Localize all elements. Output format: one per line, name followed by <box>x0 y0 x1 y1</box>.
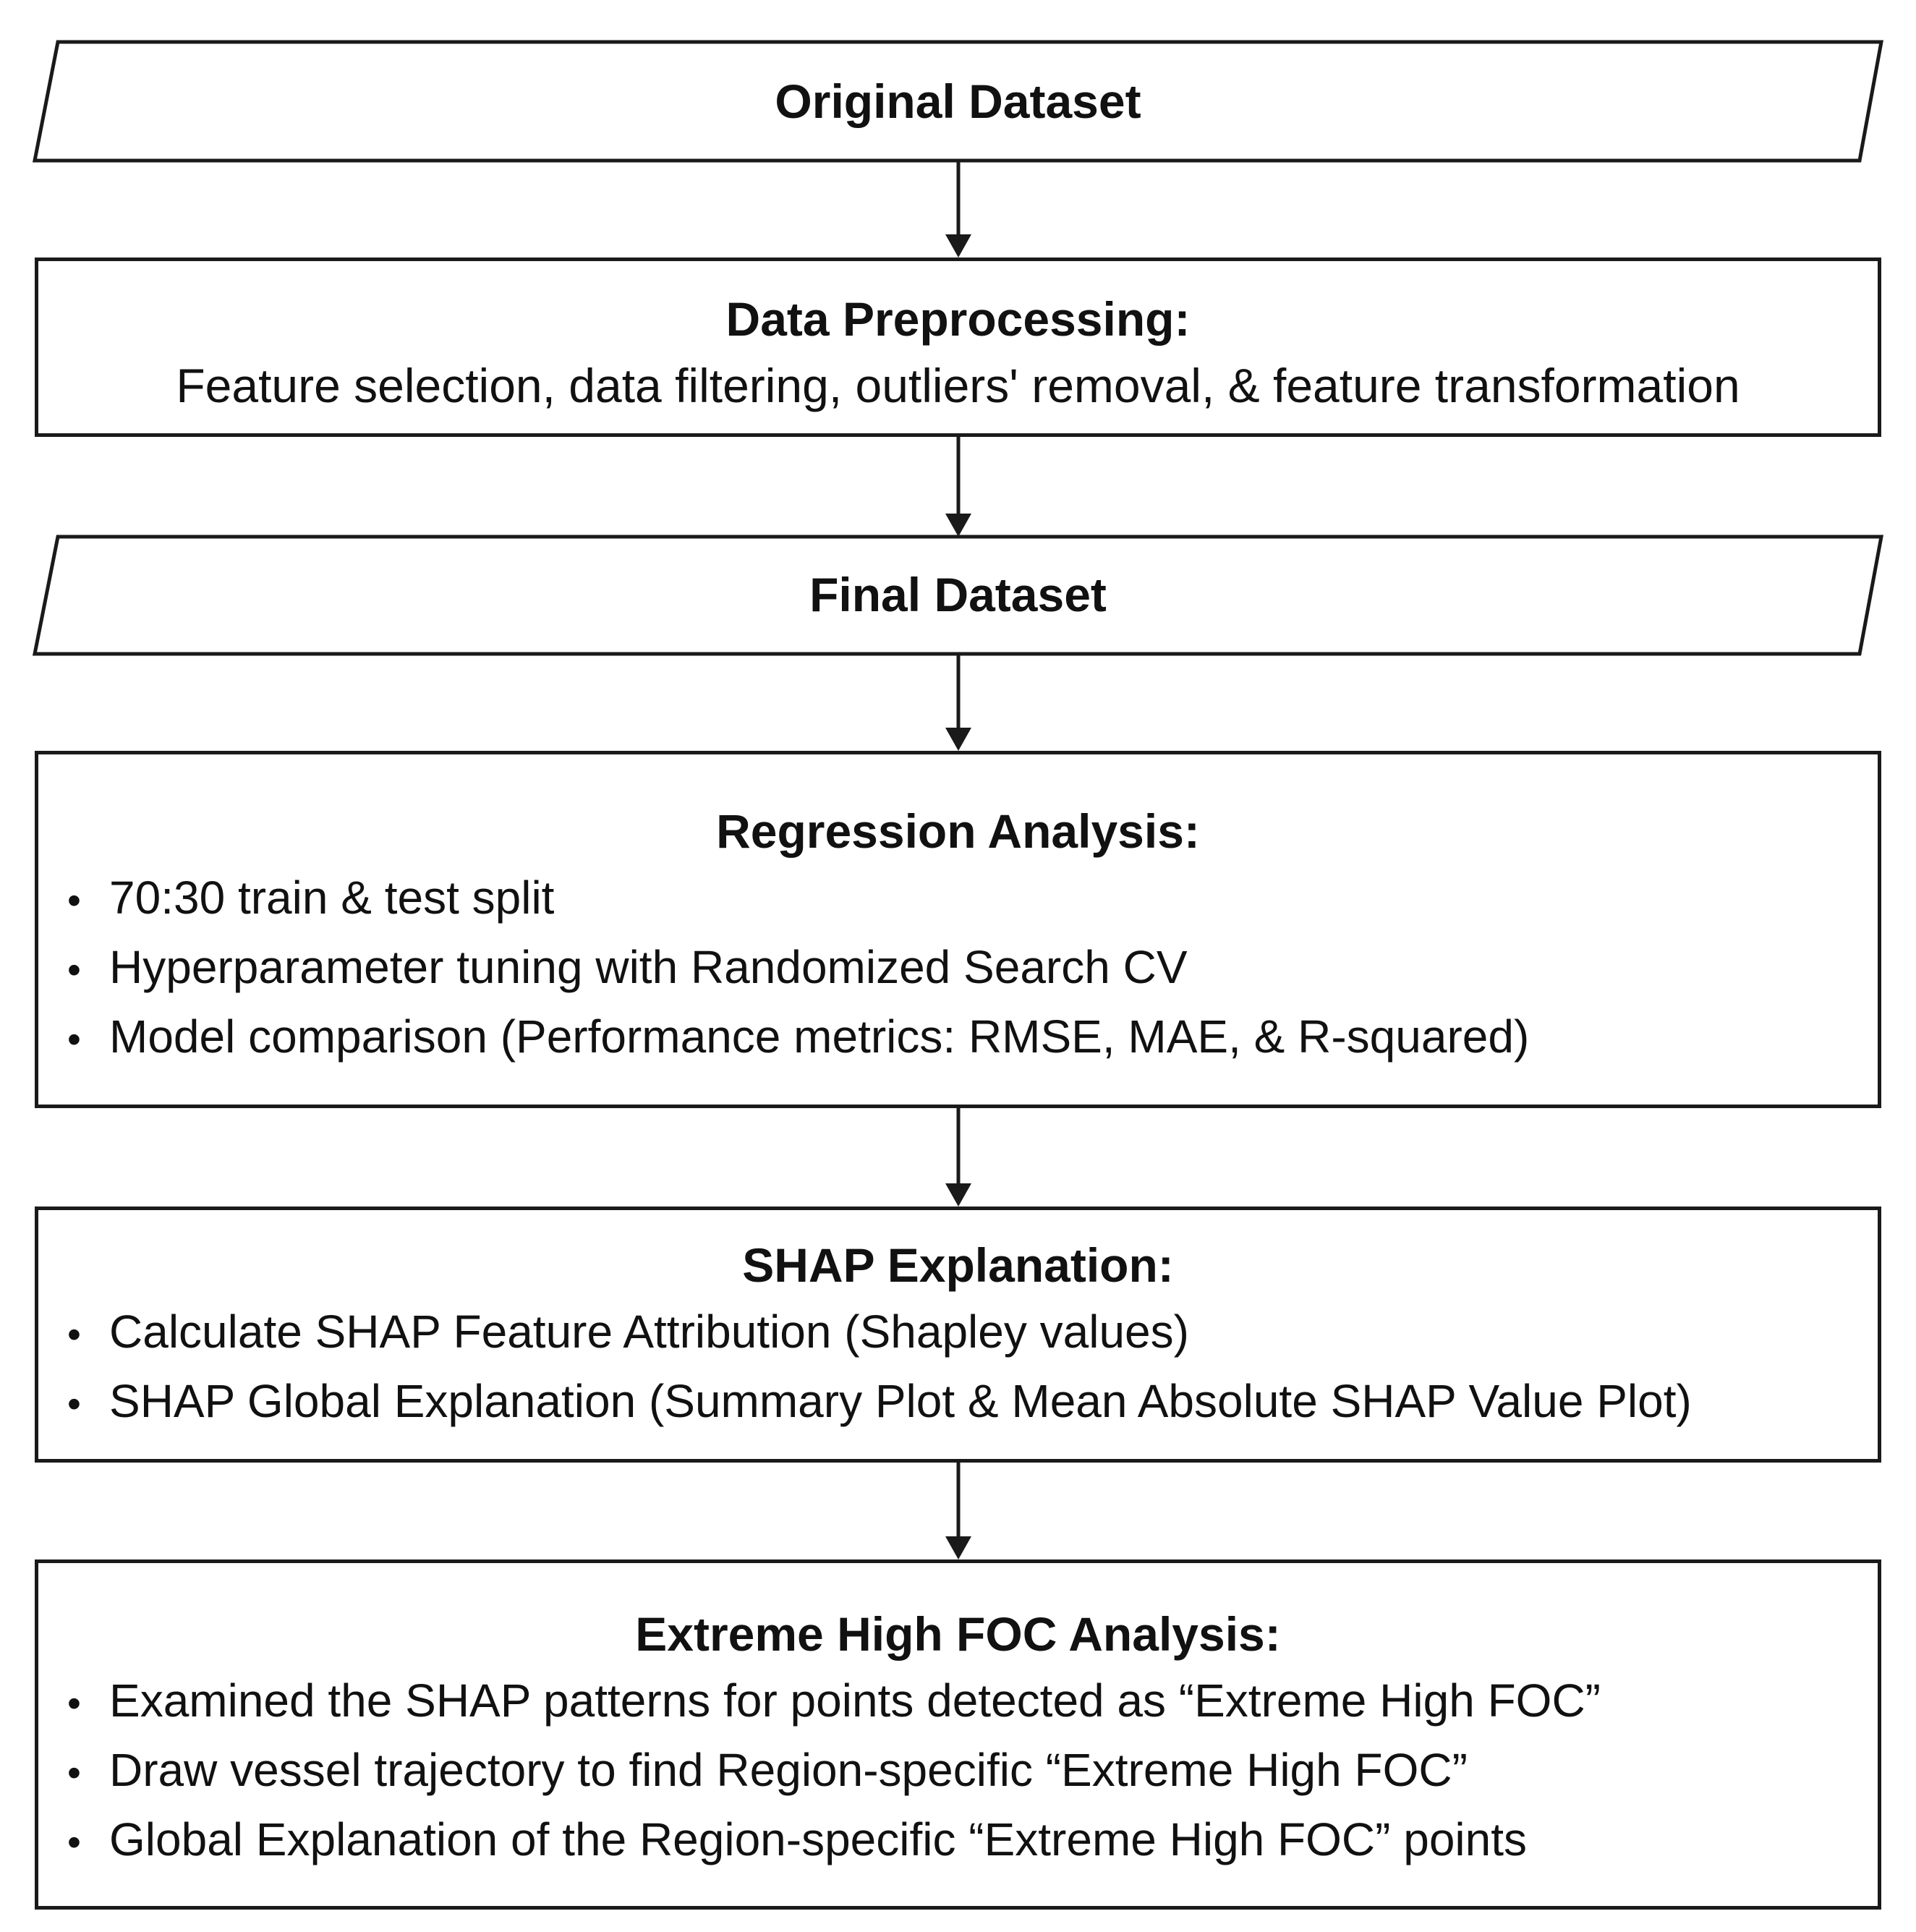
bullet-dot: • <box>67 1382 81 1426</box>
shap-title: SHAP Explanation: <box>742 1238 1174 1292</box>
bullet-dot: • <box>67 879 81 922</box>
final-dataset-shape <box>32 535 1884 656</box>
list-item: • Draw vessel trajectory to find Region-… <box>67 1737 1878 1806</box>
extreme-foc-bullet-text: Global Explanation of the Region-specifi… <box>109 1813 1527 1865</box>
preprocessing-box: Data Preprocessing: Feature selection, d… <box>35 258 1881 437</box>
arrow-preprocessing-to-final <box>945 437 971 537</box>
bullet-dot: • <box>67 1821 81 1864</box>
bullet-dot: • <box>67 1751 81 1795</box>
preprocessing-title: Data Preprocessing: <box>725 292 1191 346</box>
bullet-dot: • <box>67 1313 81 1356</box>
regression-title: Regression Analysis: <box>716 804 1200 858</box>
preprocessing-subtitle: Feature selection, data filtering, outli… <box>176 359 1740 412</box>
list-item: • Hyperparameter tuning with Randomized … <box>67 934 1878 1003</box>
regression-bullet-text: Model comparison (Performance metrics: R… <box>109 1010 1530 1063</box>
arrow-final-to-regression <box>945 654 971 751</box>
extreme-foc-title: Extreme High FOC Analysis: <box>635 1607 1281 1661</box>
extreme-foc-bullet-text: Draw vessel trajectory to find Region-sp… <box>109 1744 1468 1796</box>
shap-bullet-text: Calculate SHAP Feature Attribution (Shap… <box>109 1306 1189 1358</box>
extreme-foc-bullet-text: Examined the SHAP patterns for points de… <box>109 1674 1601 1727</box>
shap-bullet-list: • Calculate SHAP Feature Attribution (Sh… <box>38 1298 1878 1437</box>
list-item: • Calculate SHAP Feature Attribution (Sh… <box>67 1298 1878 1368</box>
arrow-shap-to-extreme <box>945 1463 971 1559</box>
arrow-regression-to-shap <box>945 1108 971 1207</box>
regression-bullet-text: 70:30 train & test split <box>109 872 555 924</box>
list-item: • Examined the SHAP patterns for points … <box>67 1667 1878 1737</box>
shap-bullet-text: SHAP Global Explanation (Summary Plot & … <box>109 1375 1692 1427</box>
list-item: • Model comparison (Performance metrics:… <box>67 1003 1878 1073</box>
extreme-foc-box: Extreme High FOC Analysis: • Examined th… <box>35 1559 1881 1910</box>
bullet-dot: • <box>67 1682 81 1725</box>
regression-box: Regression Analysis: • 70:30 train & tes… <box>35 751 1881 1108</box>
shap-box: SHAP Explanation: • Calculate SHAP Featu… <box>35 1207 1881 1463</box>
bullet-dot: • <box>67 948 81 992</box>
arrow-original-to-preprocessing <box>945 161 971 258</box>
regression-bullet-list: • 70:30 train & test split • Hyperparame… <box>38 864 1878 1073</box>
list-item: • Global Explanation of the Region-speci… <box>67 1806 1878 1876</box>
list-item: • SHAP Global Explanation (Summary Plot … <box>67 1368 1878 1437</box>
final-dataset-label: Final Dataset <box>809 568 1107 621</box>
bullet-dot: • <box>67 1018 81 1061</box>
list-item: • 70:30 train & test split <box>67 864 1878 934</box>
original-dataset-label: Original Dataset <box>775 75 1141 128</box>
regression-bullet-text: Hyperparameter tuning with Randomized Se… <box>109 941 1188 993</box>
extreme-foc-bullet-list: • Examined the SHAP patterns for points … <box>38 1667 1878 1876</box>
original-dataset-shape <box>32 40 1883 163</box>
